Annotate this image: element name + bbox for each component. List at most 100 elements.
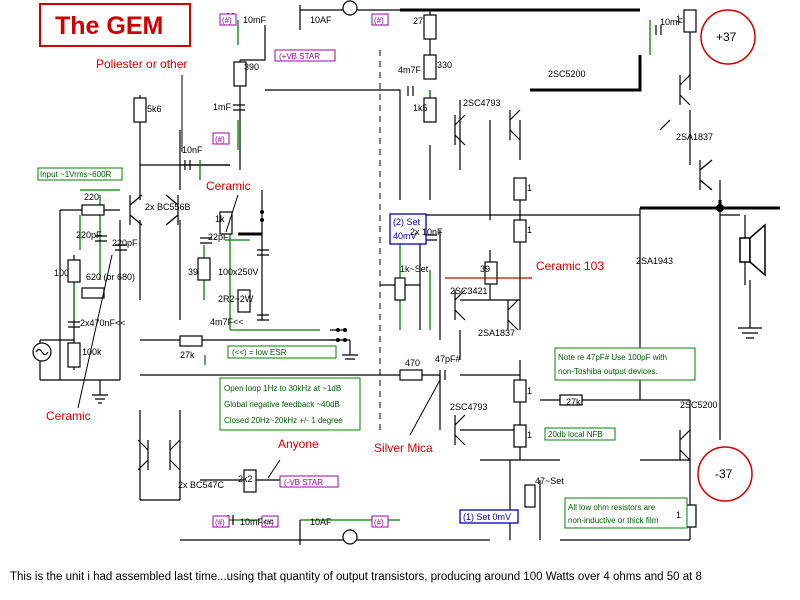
sine-glyph	[35, 348, 49, 356]
label-r470: 470	[405, 358, 420, 368]
label-2sc4793-bot: 2SC4793	[450, 402, 488, 412]
vb-star-top-box	[274, 49, 336, 62]
note-ceramic-103: Ceramic 103	[536, 259, 604, 273]
set-40mv-box	[389, 213, 427, 245]
ground-icon	[92, 320, 762, 404]
feedback-line-2: Global negative feedback ~40dB	[224, 400, 340, 409]
label-c2x470: 2x470nF<<	[80, 318, 126, 328]
label-r1k-set: 1k~Set	[400, 264, 429, 274]
esr-box	[227, 345, 337, 359]
label-r1-d: 1	[527, 430, 532, 440]
vb-star-bottom-text: (-VB STAR	[284, 478, 323, 487]
label-c10af-bot: 10AF	[310, 517, 332, 527]
label-c2x10nf: 2x 10nF	[410, 227, 443, 237]
label-c1mf: 1mF	[213, 102, 232, 112]
pink-marker-2: (#)	[374, 16, 384, 25]
label-r100k: 100k	[82, 347, 102, 357]
pink-marker-4: (#)	[215, 518, 225, 527]
label-bc547c: 2x BC547C	[178, 480, 225, 490]
electrolytic-caps	[299, 0, 358, 545]
label-2sc4793-top: 2SC4793	[463, 98, 501, 108]
set-0mv-text: (1) Set 0mV	[463, 512, 511, 522]
label-r5k6: 5k6	[147, 104, 162, 114]
label-r620: 620 (or 680)	[86, 272, 135, 282]
vb-star-top-text: (+VB STAR	[279, 52, 320, 61]
feedback-line-3: Closed 20Hz~20kHz +/- 1 degree	[224, 416, 343, 425]
label-c220pf-1: 220pF	[76, 230, 102, 240]
input-box-text: Input ~1Vrms~600R	[40, 170, 112, 179]
label-c10mf-bot: 10mF<<	[240, 517, 274, 527]
wires-black	[39, 9, 751, 541]
annotation-arrows	[77, 75, 532, 479]
label-r1k: 1k	[215, 214, 225, 224]
label-r27k: 27k	[180, 350, 195, 360]
label-r100: 100	[54, 268, 69, 278]
set-0mv-box	[459, 509, 519, 524]
label-c22pf: 22pF	[208, 232, 229, 242]
note-ceramic-left: Ceramic	[46, 409, 91, 423]
vb-star-bottom-box	[279, 475, 339, 488]
pink-marker-3: (#)	[215, 135, 225, 144]
label-c2r2: 2R2~2W	[218, 294, 254, 304]
label-r39-a: 39	[188, 267, 198, 277]
label-bc556b: 2x BC556B	[145, 202, 191, 212]
label-r1-b: 1	[527, 225, 532, 235]
nfb-box	[544, 427, 616, 441]
positive-rail-label: +37	[716, 30, 737, 44]
negative-rail-label: -37	[715, 467, 733, 481]
label-r2k2: 2k2	[238, 474, 253, 484]
resistor-note-line-2: non-inductive or thick film	[568, 516, 659, 525]
note-silver-mica: Silver Mica	[374, 441, 433, 455]
label-2sc5200-bot: 2SC5200	[680, 400, 718, 410]
label-2sa1943: 2SA1943	[636, 256, 673, 266]
label-r1-e: 1	[676, 14, 681, 24]
label-c47pf: 47pF#	[435, 354, 461, 364]
thick-wires	[238, 8, 780, 236]
label-r1-a: 1	[527, 183, 532, 193]
note-poliester: Poliester or other	[96, 57, 187, 71]
label-r1k5: 1k5	[413, 103, 428, 113]
page-title: The GEM	[55, 12, 163, 40]
title-frame	[39, 3, 191, 47]
label-r330: 330	[437, 60, 452, 70]
component-labels: 10mF 10AF 27 330 4m7F 390 1mF 5k6 1k5 2S…	[54, 14, 718, 527]
pink-marker-5: (#)	[264, 518, 274, 527]
label-r39-b: 39	[480, 264, 490, 274]
label-r1-c: 1	[527, 386, 532, 396]
note-line-1: Note re 47pF# Use 100pF with	[558, 353, 667, 362]
label-r27k-b: 27k	[566, 397, 581, 407]
label-c4m7f-b: 4m7F<<	[210, 317, 244, 327]
resistor-note-box	[564, 497, 688, 529]
resistor-note-line-1: All low ohm resistors are	[568, 503, 656, 512]
esr-box-text: (<<) = low ESR	[232, 348, 287, 357]
label-c220pf-2: 220pF	[112, 238, 138, 248]
input-box	[37, 167, 123, 181]
pink-marker-1: (#)	[222, 16, 232, 25]
label-c10mf-top: 10mF	[243, 15, 267, 25]
junction-dots	[260, 210, 347, 342]
feedback-line-1: Open loop 1Hz to 30kHz at ~1dB	[224, 384, 341, 393]
transistors	[129, 74, 713, 471]
label-c10mf-right: 10mF	[660, 17, 684, 27]
pink-marker-6: (#)	[374, 518, 384, 527]
set-40mv-line-2: 40mV	[393, 231, 417, 241]
label-2sc3421: 2SC3421	[450, 286, 488, 296]
label-r390: 390	[244, 62, 259, 72]
label-c4m7f: 4m7F	[398, 65, 422, 75]
pink-markers: (#) (#) (#) (#) (#) (#)	[212, 13, 389, 528]
label-r27: 27	[413, 16, 423, 26]
positive-rail-circle	[700, 9, 756, 65]
label-r1-f: 1	[676, 510, 681, 520]
label-c10af-top: 10AF	[310, 15, 332, 25]
note-anyone: Anyone	[278, 437, 319, 451]
feedback-box	[219, 377, 361, 431]
nfb-box-text: 20db local NFB	[548, 430, 603, 439]
set-40mv-line-1: (2) Set	[393, 217, 421, 227]
label-2sa1837-top: 2SA1837	[676, 132, 713, 142]
label-c10nf-1: 10nF	[182, 145, 203, 155]
label-r220: 220	[84, 192, 99, 202]
note-ceramic-top: Ceramic	[206, 179, 251, 193]
caption-text: This is the unit i had assembled last ti…	[10, 571, 702, 583]
